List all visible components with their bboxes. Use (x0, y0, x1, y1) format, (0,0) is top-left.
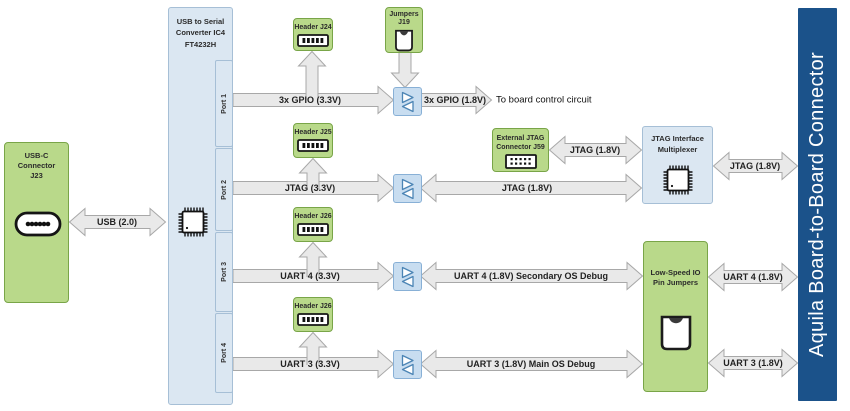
header-j25-label: Header J25 (294, 129, 332, 136)
level-shifter-icon (401, 354, 414, 375)
port-2-label: Port 2 (220, 179, 228, 200)
external-jtag-j59-block: External JTAG Connector J59 (492, 128, 549, 172)
jtag-mux-block: JTAG Interface Multiplexer (642, 126, 713, 204)
header-j26-uart3-block: Header J26 (293, 297, 333, 332)
port-1-label: Port 1 (220, 93, 228, 114)
usb-c-connector-block: USB-C Connector J23 (4, 142, 69, 303)
level-shifter-uart4 (393, 262, 422, 291)
external-jtag-j59-label: External JTAG Connector J59 (496, 135, 545, 152)
jtag-1v8-board-label: JTAG (1.8V) (729, 161, 781, 171)
port-3-label: Port 3 (220, 262, 228, 282)
aquila-connector-label: Aquila Board-to-Board Connector (806, 51, 828, 358)
header-j24-up-arrow (297, 50, 327, 100)
port-4-label: Port 4 (220, 343, 228, 363)
uart4-3v3-label: UART 4 (3.3V) (280, 271, 340, 281)
jtag-3v3-label: JTAG (3.3V) (284, 183, 336, 193)
gpio-1v8-arrow (419, 85, 493, 115)
level-shifter-gpio (393, 87, 422, 116)
pin-header-2row-icon (504, 154, 537, 170)
level-shifter-icon (401, 91, 414, 112)
jumper-icon (395, 29, 413, 52)
converter-port-4: Port 4 (215, 313, 233, 393)
uart4-1v8-debug-label: UART 4 (1.8V) Secondary OS Debug (453, 271, 609, 281)
level-shifter-icon (401, 178, 414, 199)
jumpers-j19-down-arrow (390, 53, 420, 89)
usb-2-0-arrow (68, 207, 167, 237)
jumpers-j19-block: Jumpers J19 (385, 7, 423, 53)
jtag-1v8-shifter-mux-arrow (419, 173, 643, 203)
usb-c-port-icon (14, 211, 62, 237)
header-j25-up-arrow (298, 157, 328, 189)
pin-header-icon (297, 139, 329, 153)
header-j26-uart4-block: Header J26 (293, 207, 333, 242)
jtag-1v8-ext-label: JTAG (1.8V) (569, 145, 621, 155)
level-shifter-icon (401, 266, 414, 287)
level-shifter-uart3 (393, 350, 422, 379)
jtag-1v8-board-arrow (712, 151, 799, 181)
uart4-1v8-board-label: UART 4 (1.8V) (723, 272, 783, 282)
pin-header-icon (297, 34, 329, 48)
usb-serial-converter-label: USB to Serial Converter IC4 FT4232H (175, 17, 226, 49)
mux-chip-icon (663, 165, 692, 195)
header-j26-uart3-up-arrow (298, 331, 328, 365)
pin-header-icon (297, 313, 329, 327)
aquila-connector-bar: Aquila Board-to-Board Connector (798, 8, 837, 401)
uart3-1v8-debug-arrow (419, 349, 644, 379)
gpio-3v3-label: 3x GPIO (3.3V) (278, 95, 342, 105)
header-j24-label: Header J24 (294, 24, 332, 31)
header-j26-uart4-label: Header J26 (294, 213, 332, 220)
level-shifter-jtag (393, 174, 422, 203)
uart4-1v8-debug-arrow (419, 261, 644, 291)
gpio-1v8-label: 3x GPIO (1.8V) (423, 95, 487, 105)
uart4-1v8-board-arrow (707, 262, 799, 292)
converter-chip-icon (178, 207, 208, 237)
header-j26-uart4-up-arrow (298, 241, 328, 277)
header-j26-uart3-label: Header J26 (294, 303, 332, 310)
converter-port-1: Port 1 (215, 60, 233, 147)
uart3-1v8-board-arrow (707, 348, 799, 378)
jtag-1v8-ext-arrow (548, 135, 643, 165)
usb-2-0-label: USB (2.0) (96, 217, 138, 227)
uart3-1v8-debug-label: UART 3 (1.8V) Main OS Debug (466, 359, 596, 369)
jtag-mux-label: JTAG Interface Multiplexer (651, 134, 704, 154)
header-j24-block: Header J24 (293, 18, 333, 51)
converter-port-3: Port 3 (215, 232, 233, 312)
pin-header-icon (297, 223, 329, 237)
jumpers-j19-label: Jumpers J19 (389, 11, 419, 27)
uart3-3v3-label: UART 3 (3.3V) (280, 359, 340, 369)
jtag-1v8-shifter-mux-label: JTAG (1.8V) (501, 183, 553, 193)
header-j25-block: Header J25 (293, 123, 333, 158)
uart3-1v8-board-label: UART 3 (1.8V) (723, 358, 783, 368)
jumper-icon (660, 315, 691, 351)
low-speed-io-label: Low-Speed IO Pin Jumpers (650, 268, 701, 288)
usb-c-connector-label: USB-C Connector J23 (17, 151, 56, 181)
converter-port-2: Port 2 (215, 148, 233, 231)
board-control-note: To board control circuit (496, 94, 592, 106)
low-speed-io-block: Low-Speed IO Pin Jumpers (643, 241, 708, 392)
